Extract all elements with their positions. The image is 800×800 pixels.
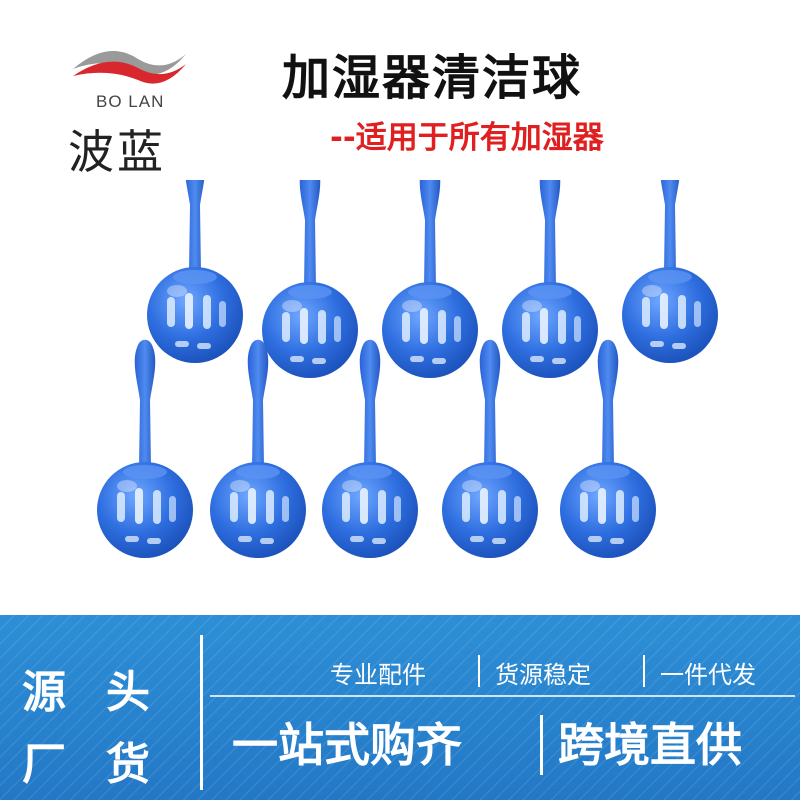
cleaning-ball	[502, 180, 598, 378]
banner-pattern	[0, 615, 800, 800]
brand-name-en: BO LAN	[96, 92, 165, 111]
product-image	[97, 180, 718, 558]
source-char-4: 货	[106, 739, 150, 790]
brand-name-zh: 波蓝	[68, 125, 166, 179]
slogan-cross-border: 跨境直供	[558, 718, 742, 772]
source-char-2: 头	[106, 667, 150, 718]
cleaning-ball	[262, 180, 358, 378]
source-char-3: 厂	[22, 739, 66, 790]
cleaning-ball	[382, 180, 478, 378]
cleaning-ball	[322, 339, 418, 558]
source-char-1: 源	[22, 667, 66, 718]
tags-underline	[210, 695, 795, 697]
feature-tags: 专业配件 货源稳定 一件代发	[330, 655, 790, 691]
brand-logo: BO LAN 波蓝	[60, 26, 200, 179]
cleaning-ball	[147, 180, 243, 363]
tag-dropshipping: 一件代发	[660, 661, 756, 689]
banner-divider	[200, 635, 203, 790]
cleaning-ball	[97, 339, 193, 558]
slogan-one-stop: 一站式购齐	[232, 718, 462, 772]
tag-professional-parts: 专业配件	[330, 661, 426, 689]
tag-separator	[643, 655, 645, 687]
page-title: 加湿器清洁球	[282, 50, 583, 106]
tag-stable-supply: 货源稳定	[495, 661, 591, 689]
slogan-divider	[540, 715, 543, 775]
cleaning-ball	[622, 180, 718, 363]
source-factory-label: 源 头 厂 货	[18, 650, 168, 790]
cleaning-ball	[560, 339, 656, 558]
promo-banner: 源 头 厂 货 专业配件 货源稳定 一件代发 一站式购齐 跨境直供	[0, 615, 800, 800]
tag-separator	[478, 655, 480, 687]
logo-swoosh-icon	[73, 51, 186, 84]
page-subtitle: --适用于所有加湿器	[330, 120, 604, 156]
cleaning-ball	[442, 339, 538, 558]
